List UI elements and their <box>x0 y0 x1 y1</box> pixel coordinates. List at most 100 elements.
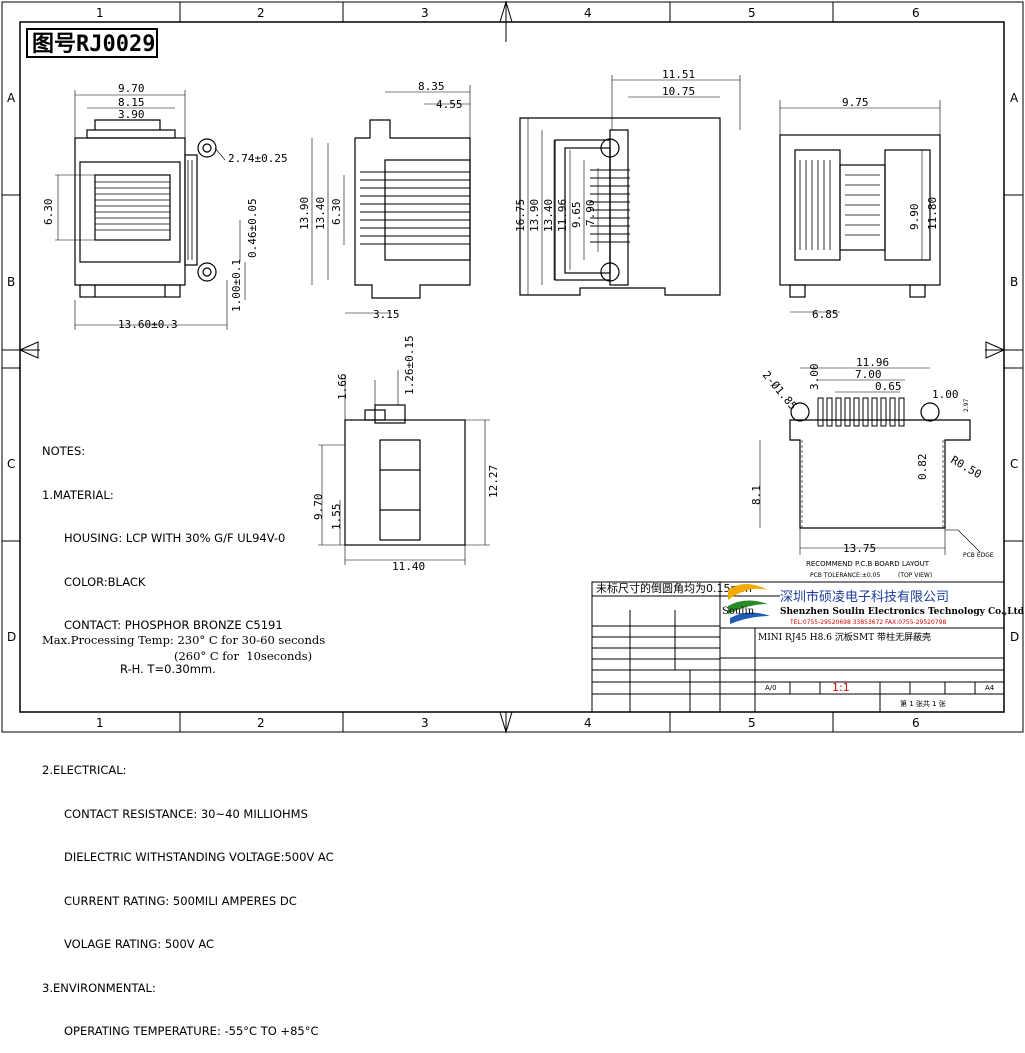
grid-col-3-bottom: 3 <box>421 716 429 730</box>
grid-row-c: C <box>7 457 15 471</box>
side-dim-d1: 8.35 <box>418 80 445 93</box>
bottom-dim-d2: 1.26±0.15 <box>403 335 416 395</box>
grid-col-4: 4 <box>584 6 592 20</box>
bottom-dim-h1: 9.70 <box>312 494 325 521</box>
grid-row-a: A <box>7 91 16 105</box>
material-heading: 1.MATERIAL: <box>42 487 114 502</box>
grid-row-c-right: C <box>1010 457 1018 471</box>
grid-col-5: 5 <box>748 6 756 20</box>
company-logo: Soulin <box>722 584 770 624</box>
material-contact: CONTACT: PHOSPHOR BRONZE C5191 <box>64 618 283 632</box>
company-name-en: Shenzhen Soulin Electronics Technology C… <box>780 607 1025 617</box>
grid-row-b: B <box>7 275 15 289</box>
right-dim-h5: 9.65 <box>570 202 583 229</box>
title-block <box>591 581 1005 713</box>
notes-heading: NOTES: <box>42 444 86 458</box>
product-name: MINI RJ45 H8.6 沉板SMT 带柱无屏蔽壳 <box>758 631 931 643</box>
electrical-voltage: DIELECTRIC WITHSTANDING VOLTAGE:500V AC <box>64 850 334 864</box>
bottom-dim-h2: 1.55 <box>330 504 343 531</box>
pcb-dim-d4: 1.00 <box>932 388 959 401</box>
electrical-current: CURRENT RATING: 500MILI AMPERES DC <box>64 893 297 908</box>
radius-note: 未标尺寸的倒圆角均为0.15mm <box>596 581 752 595</box>
side-dim-d2: 4.55 <box>436 98 463 111</box>
front-dim-pin-w: 0.46±0.05 <box>246 198 259 258</box>
right-dim-h2: 13.90 <box>528 199 541 232</box>
right-dim-h1: 16.75 <box>514 199 527 232</box>
electrical-heading: 2.ELECTRICAL: <box>42 763 127 777</box>
material-plating: R-H. T=0.30mm. <box>120 661 216 676</box>
grid-row-d: D <box>7 630 16 644</box>
front-dim-w1: 9.70 <box>118 82 145 95</box>
pcb-dim-hole: 2-Ø1.85 <box>760 369 800 413</box>
right-dim-h3: 13.40 <box>542 199 555 232</box>
pcb-dim-d1: 3.00 <box>808 364 821 391</box>
grid-col-2: 2 <box>257 6 265 20</box>
logo-text: Soulin <box>722 606 755 617</box>
pcb-dim-d8: 13.75 <box>843 542 876 555</box>
front-dim-w3: 3.90 <box>118 108 145 121</box>
material-color: COLOR:BLACK <box>64 574 146 589</box>
drawing-number: 图号RJ0029 <box>26 28 158 58</box>
front-dim-width: 13.60±0.3 <box>118 318 178 331</box>
front-dim-pin-gap: 1.00±0.1 <box>230 259 243 312</box>
grid-col-2-bottom: 2 <box>257 716 265 730</box>
processing-temp-alt: (260° C for 10seconds) <box>174 649 313 663</box>
pcb-title: RECOMMEND P.C.B BOARD LAYOUT <box>806 560 930 568</box>
notes-block: NOTES: 1.MATERIAL: HOUSING: LCP WITH 30%… <box>42 415 334 1053</box>
side-dim-h1: 13.90 <box>298 197 311 230</box>
company-name-cn: 深圳市硕凌电子科技有限公司 <box>780 589 949 605</box>
grid-col-5-bottom: 5 <box>748 716 756 730</box>
environmental-temp: OPERATING TEMPERATURE: -55°C TO +85°C <box>64 1024 319 1038</box>
material-housing: HOUSING: LCP WITH 30% G/F UL94V-0 <box>64 531 286 545</box>
rear-dim-w: 9.75 <box>842 96 869 109</box>
revision: A/0 <box>765 684 777 692</box>
environmental-heading: 3.ENVIRONMENTAL: <box>42 980 156 995</box>
rear-dim-h1: 9.90 <box>908 204 921 231</box>
scale: 1:1 <box>832 681 850 694</box>
grid-col-6-bottom: 6 <box>912 716 920 730</box>
rear-dim-foot: 6.85 <box>812 308 839 321</box>
pcb-dim-radius: R0.50 <box>949 453 984 481</box>
bottom-dim-d1: 1.66 <box>336 374 349 401</box>
drawing-canvas: 1 2 3 4 5 6 1 2 3 4 5 6 A B C D A B C D <box>1 0 1025 734</box>
grid-col-1: 1 <box>96 6 104 20</box>
electrical-resistance: CONTACT RESISTANCE: 30~40 MILLIOHMS <box>64 806 308 821</box>
front-dim-w2: 8.15 <box>118 96 145 109</box>
pcb-dim-d6: 0.82 <box>916 454 929 481</box>
grid-col-3: 3 <box>421 6 429 20</box>
right-view <box>519 75 741 296</box>
front-dim-pitch: 2.74±0.25 <box>228 152 288 165</box>
right-dim-d1: 11.51 <box>662 68 695 81</box>
right-dim-h4: 11.96 <box>556 199 569 232</box>
grid-row-b-right: B <box>1010 275 1018 289</box>
pcb-dim-d2: 7.00 <box>855 368 882 381</box>
company-contact: TEL:0755-29520698 33853672 FAX:0755-2952… <box>789 619 946 626</box>
side-view <box>311 85 471 314</box>
bottom-dim-w: 11.40 <box>392 560 425 573</box>
pcb-dim-w: 11.96 <box>856 356 889 369</box>
grid-row-d-right: D <box>1010 630 1019 644</box>
grid-col-1-bottom: 1 <box>96 716 104 730</box>
pcb-dim-d5: 2.97 <box>963 398 970 412</box>
rear-dim-h2: 11.80 <box>926 197 939 230</box>
rear-view <box>779 100 941 313</box>
grid-col-6: 6 <box>912 6 920 20</box>
front-view <box>55 90 246 330</box>
front-dim-h-port: 6.30 <box>42 199 55 226</box>
sheet-count: 第 1 张共 1 张 <box>900 699 946 708</box>
bottom-dim-h3: 12.27 <box>487 465 500 498</box>
grid-col-4-bottom: 4 <box>584 716 592 730</box>
pcb-top-view: (TOP VIEW) <box>898 572 932 579</box>
pcb-tolerance: PCB TOLERANCE:±0.05 <box>810 572 880 579</box>
processing-temp: Max.Processing Temp: 230° C for 30-60 se… <box>42 633 326 647</box>
side-dim-h2: 13.40 <box>314 197 327 230</box>
pcb-dim-d7: 8.1 <box>750 485 763 505</box>
side-dim-h3: 6.30 <box>330 199 343 226</box>
pcb-edge-label: PCB EDGE <box>963 552 994 559</box>
grid-row-a-right: A <box>1010 91 1019 105</box>
pcb-layout <box>759 367 981 555</box>
pcb-dim-d3: 0.65 <box>875 380 902 393</box>
right-dim-d2: 10.75 <box>662 85 695 98</box>
sheet-size: A4 <box>985 684 995 692</box>
right-dim-h6: 7.90 <box>584 200 597 227</box>
